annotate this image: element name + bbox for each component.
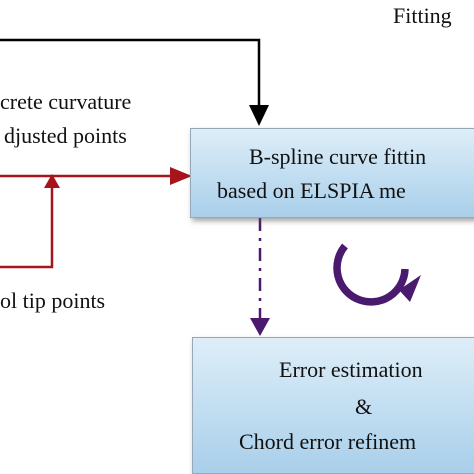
red-main-arrowhead [170,167,192,185]
purple-arrowhead [250,318,270,336]
label-curvature-line1: crete curvature [0,89,132,114]
error-box-line3: Chord error refinem [239,429,417,454]
error-estimation-box: Error estimation & Chord error refinem [192,337,474,474]
black-arrowhead [249,105,269,126]
loop-arrow-icon [333,243,421,306]
label-fitting: Fitting [393,3,452,28]
black-input-path [0,38,261,105]
red-branch-arrowhead [44,174,60,188]
fitting-box-line1: B-spline curve fittin [249,144,427,169]
error-box-line1: Error estimation [279,357,423,382]
label-curvature-line2: djusted points [4,123,127,148]
fitting-process-box: B-spline curve fittin based on ELSPIA me [190,128,474,218]
error-box-line2: & [355,394,373,419]
label-tool-tip: ol tip points [0,288,106,313]
red-branch-path [0,186,54,269]
fitting-box-line2: based on ELSPIA me [217,178,406,203]
